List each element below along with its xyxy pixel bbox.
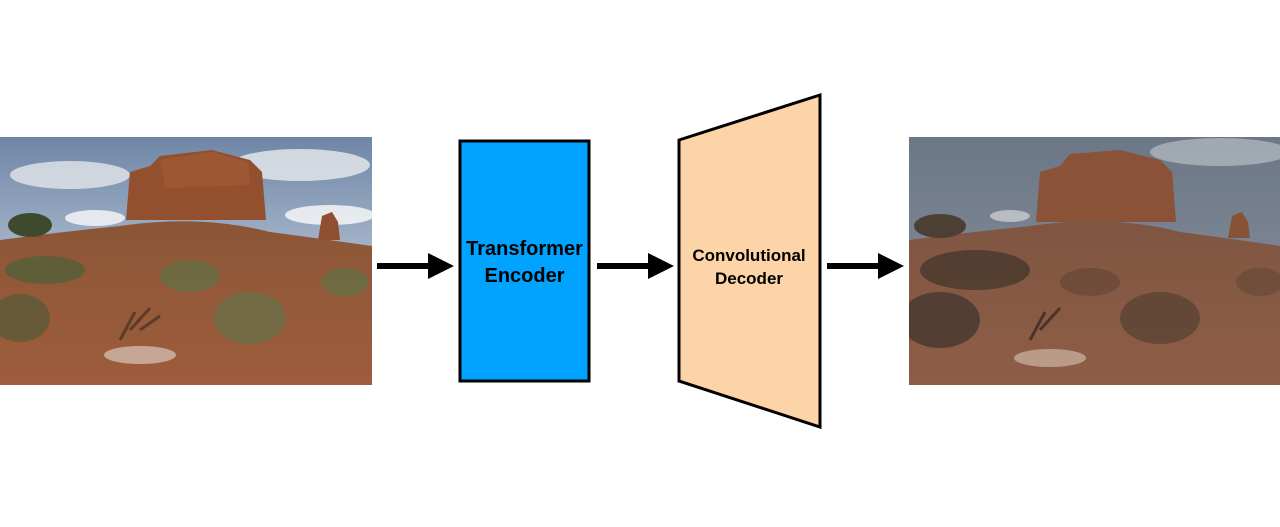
convolutional-decoder-node: Convolutional Decoder [677, 92, 822, 430]
encoder-label-line1: Transformer [466, 238, 583, 260]
decoder-label-line2: Decoder [715, 269, 783, 288]
input-image [0, 137, 372, 385]
arrow-decoder-to-output [827, 253, 904, 279]
decoder-label-line1: Convolutional [692, 246, 805, 265]
encoder-label-line2: Encoder [484, 265, 564, 287]
output-image [909, 137, 1280, 385]
transformer-encoder-node: Transformer Encoder [458, 139, 591, 383]
arrow-encoder-to-decoder [597, 253, 674, 279]
arrow-input-to-encoder [377, 253, 454, 279]
